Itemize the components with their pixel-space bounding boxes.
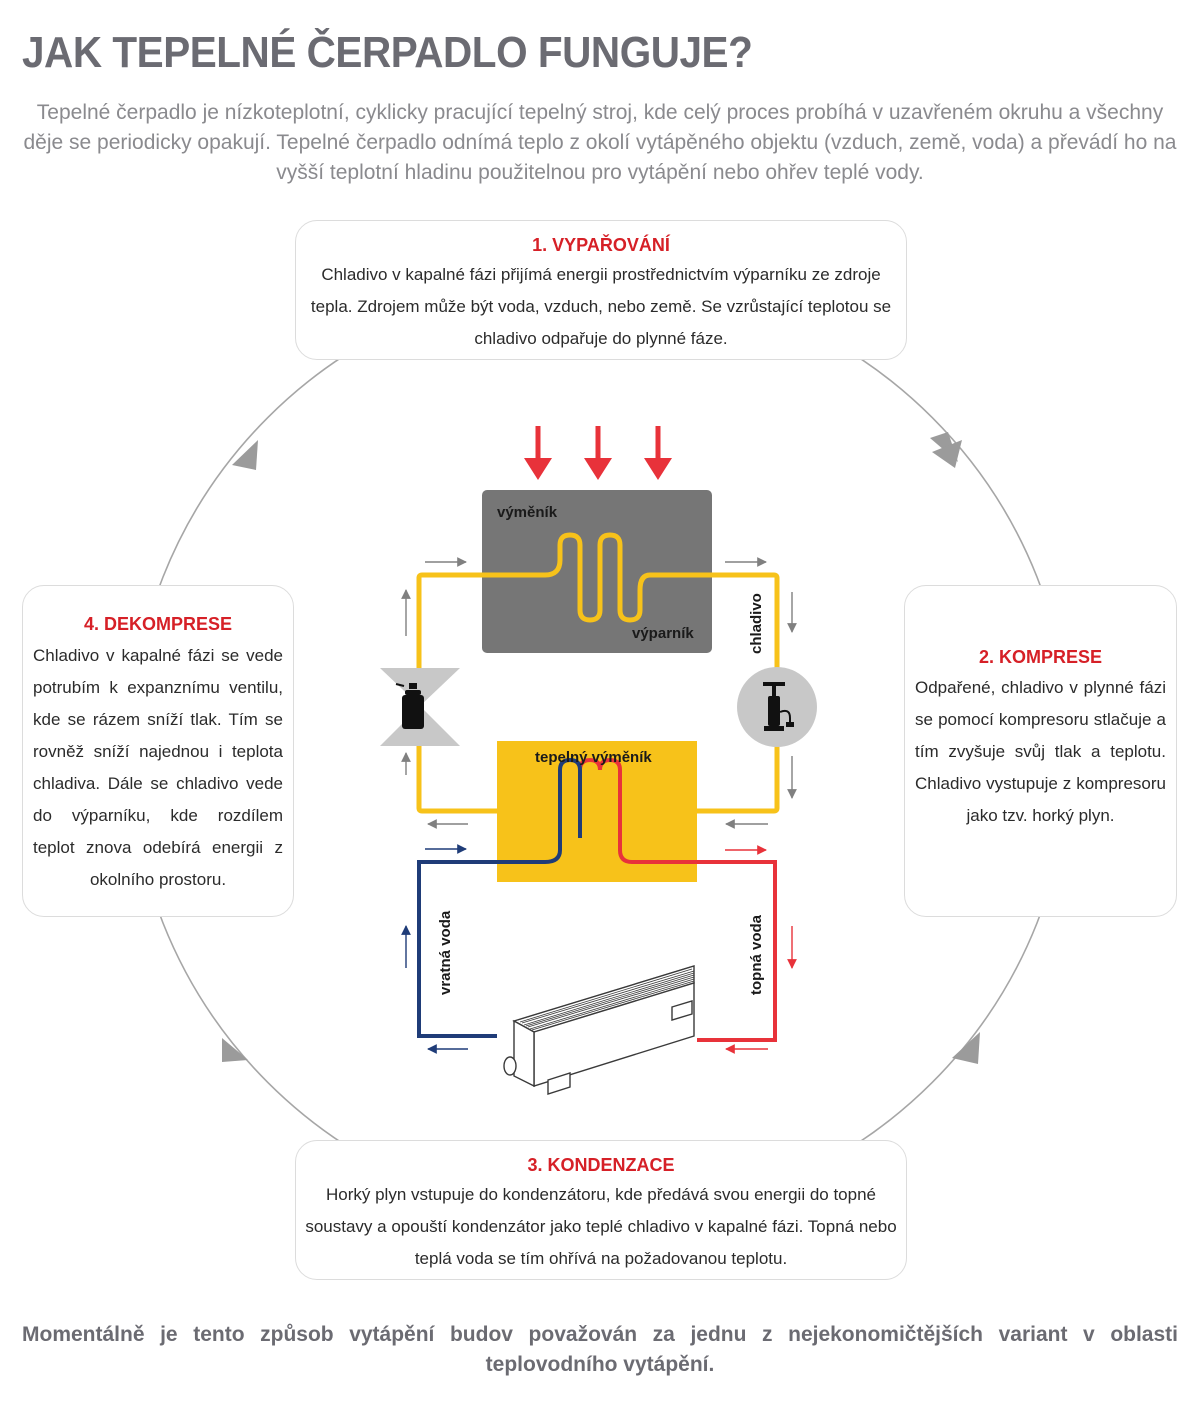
- step-heading: 1. VYPAŘOVÁNÍ: [532, 235, 670, 255]
- step-heading: 2. KOMPRESE: [978, 647, 1103, 667]
- label-return-water: vratná voda: [437, 910, 454, 995]
- label-exchanger: výměník: [497, 504, 558, 521]
- step-text: Horký plyn vstupuje do kondenzátoru, kde…: [305, 1185, 897, 1268]
- pump-icon: [737, 667, 817, 747]
- label-refrigerant: chladivo: [748, 593, 765, 654]
- evaporator-coil: [544, 532, 651, 623]
- step-card-decompression: 4. DEKOMPRESE Chladivo v kapalné fázi se…: [22, 585, 294, 917]
- spray-can-icon: [380, 668, 460, 746]
- footer-text: Momentálně je tento způsob vytápění budo…: [22, 1323, 1178, 1376]
- hot-coil: [598, 757, 777, 1042]
- step-card-evaporation: 1. VYPAŘOVÁNÍ Chladivo v kapalné fázi př…: [295, 220, 907, 360]
- exchanger-box: [482, 490, 712, 653]
- step-text: Chladivo v kapalné fázi přijímá energii …: [310, 265, 892, 348]
- step-card-condensation: 3. KONDENZACE Horký plyn vstupuje do kon…: [295, 1140, 907, 1280]
- cycle-arrow-top-left-head: [232, 440, 258, 470]
- label-heat-exchanger: tepelný výměník: [535, 749, 652, 766]
- step-text: Chladivo v kapalné fázi se vede potrubím…: [33, 646, 283, 889]
- step-heading: 4. DEKOMPRESE: [83, 614, 233, 634]
- heat-arrows: [524, 426, 672, 480]
- step-heading: 3. KONDENZACE: [527, 1155, 675, 1175]
- cycle-arrow-bottom-right-head: [952, 1032, 980, 1064]
- label-heating-water: topná voda: [748, 914, 765, 995]
- cycle-arrow-top-right-head: [932, 440, 962, 468]
- intro-text: Tepelné čerpadlo je nízkoteplotní, cykli…: [23, 101, 1177, 184]
- step-card-compression: 2. KOMPRESE Odpařené, chladivo v plynné …: [904, 585, 1177, 917]
- cycle-arrow-bottom-left-head: [222, 1038, 248, 1062]
- page-title: JAK TEPELNÉ ČERPADLO FUNGUJE?: [22, 28, 753, 77]
- cold-coil: [417, 757, 582, 1038]
- radiator-icon: [503, 965, 695, 1095]
- label-evaporator: výparník: [632, 625, 694, 642]
- step-text: Odpařené, chladivo v plynné fázi se pomo…: [915, 678, 1166, 825]
